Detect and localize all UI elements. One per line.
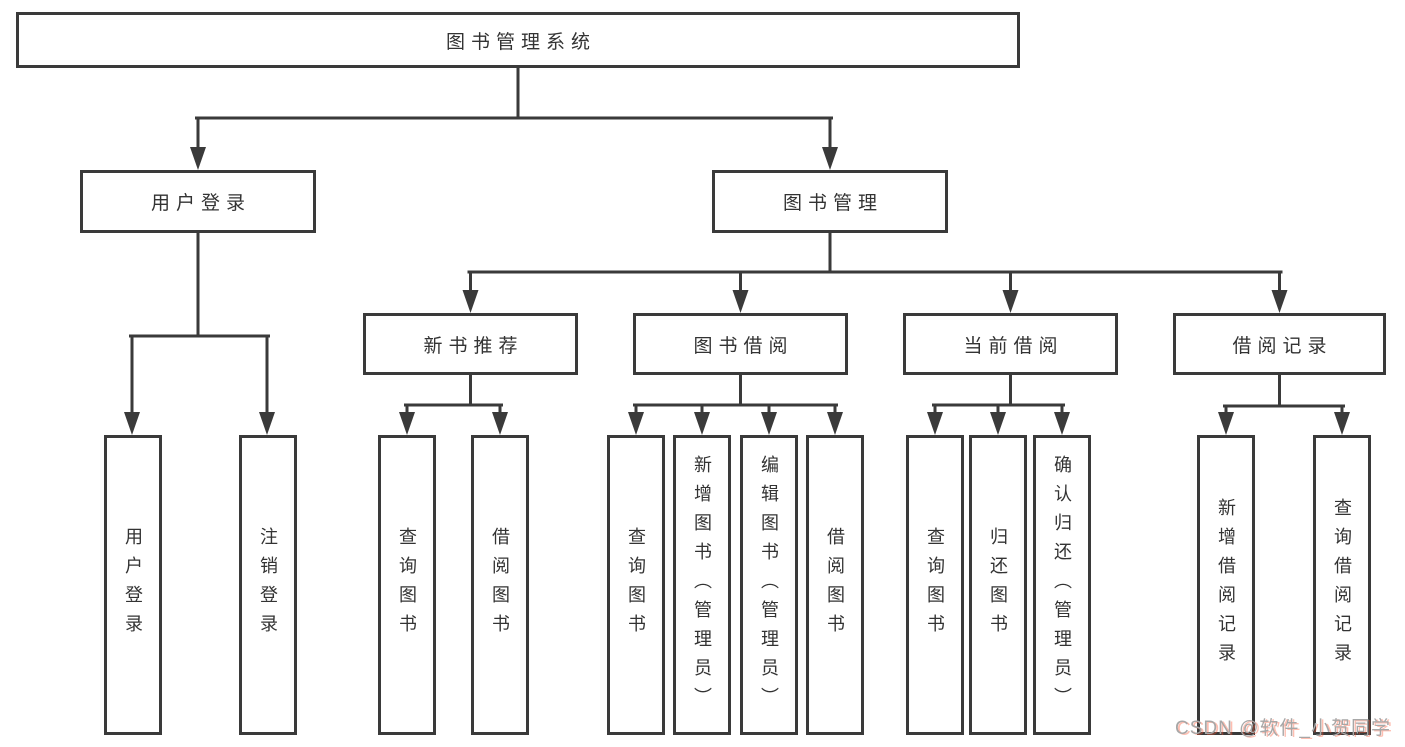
csdn-watermark: CSDN @软件_小贺同学 bbox=[1175, 718, 1391, 739]
leaf-logout-label: 注销登录 bbox=[258, 527, 278, 643]
leaf-current-confirm-return-admin-label: 确认归还（管理员） bbox=[1052, 454, 1072, 716]
node-current-borrowing: 当前借阅 bbox=[903, 313, 1118, 375]
node-new-book-recommend: 新书推荐 bbox=[363, 313, 578, 375]
node-book-borrowing-label: 图书借阅 bbox=[693, 335, 794, 357]
leaf-borrowing-borrow-books-label: 借阅图书 bbox=[825, 527, 845, 643]
node-library-system: 图书管理系统 bbox=[16, 12, 1020, 68]
node-current-borrowing-label: 当前借阅 bbox=[963, 335, 1064, 357]
leaf-records-add-record: 新增借阅记录 bbox=[1197, 435, 1255, 735]
node-user-login: 用户登录 bbox=[80, 170, 316, 233]
leaf-borrowing-edit-books-admin: 编辑图书（管理员） bbox=[740, 435, 798, 735]
leaf-records-query-record-label: 查询借阅记录 bbox=[1332, 498, 1352, 672]
leaf-borrowing-query-books: 查询图书 bbox=[607, 435, 665, 735]
leaf-user-login: 用户登录 bbox=[104, 435, 162, 735]
node-book-management-label: 图书管理 bbox=[782, 193, 883, 214]
leaf-borrowing-query-books-label: 查询图书 bbox=[626, 527, 646, 643]
leaf-current-query-books: 查询图书 bbox=[906, 435, 964, 735]
node-book-borrowing: 图书借阅 bbox=[633, 313, 848, 375]
leaf-records-add-record-label: 新增借阅记录 bbox=[1216, 498, 1236, 672]
leaf-user-login-label: 用户登录 bbox=[123, 527, 143, 643]
leaf-current-confirm-return-admin: 确认归还（管理员） bbox=[1033, 435, 1091, 735]
leaf-recommend-query-books-label: 查询图书 bbox=[397, 527, 417, 643]
leaf-borrowing-add-books-admin-label: 新增图书（管理员） bbox=[692, 454, 712, 716]
leaf-borrowing-borrow-books: 借阅图书 bbox=[806, 435, 864, 735]
leaf-borrowing-edit-books-admin-label: 编辑图书（管理员） bbox=[759, 454, 779, 716]
leaf-borrowing-add-books-admin: 新增图书（管理员） bbox=[673, 435, 731, 735]
node-library-system-label: 图书管理系统 bbox=[445, 31, 596, 53]
node-borrowing-records: 借阅记录 bbox=[1173, 313, 1386, 375]
leaf-records-query-record: 查询借阅记录 bbox=[1313, 435, 1371, 735]
node-new-book-recommend-label: 新书推荐 bbox=[423, 335, 524, 357]
leaf-current-return-books-label: 归还图书 bbox=[988, 527, 1008, 643]
node-borrowing-records-label: 借阅记录 bbox=[1232, 335, 1333, 357]
node-book-management: 图书管理 bbox=[712, 170, 948, 233]
leaf-recommend-borrow-books-label: 借阅图书 bbox=[490, 527, 510, 643]
leaf-recommend-query-books: 查询图书 bbox=[378, 435, 436, 735]
leaf-current-return-books: 归还图书 bbox=[969, 435, 1027, 735]
leaf-logout: 注销登录 bbox=[239, 435, 297, 735]
node-user-login-label: 用户登录 bbox=[150, 193, 251, 214]
leaf-current-query-books-label: 查询图书 bbox=[925, 527, 945, 643]
leaf-recommend-borrow-books: 借阅图书 bbox=[471, 435, 529, 735]
